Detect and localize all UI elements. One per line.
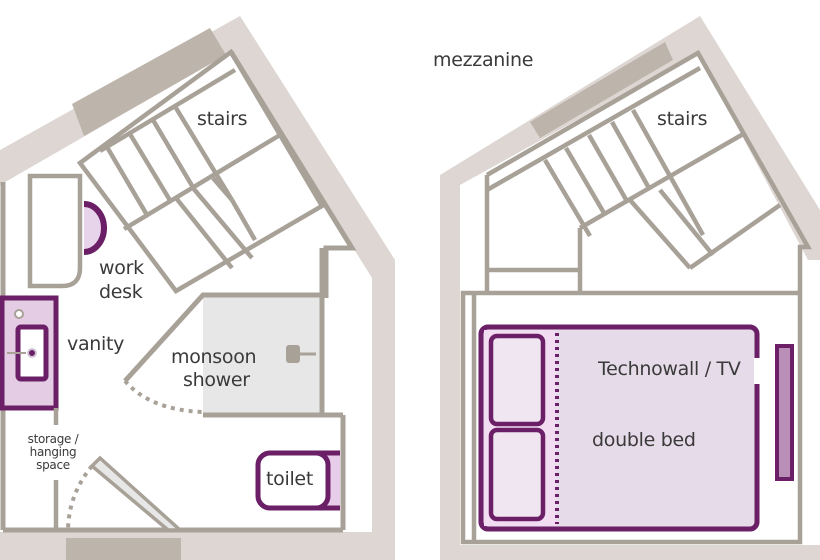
technowall-tv <box>775 344 794 481</box>
mezzanine-stairs <box>485 66 782 270</box>
label-stairs-ground: stairs <box>197 108 248 130</box>
label-storage-line2: hanging <box>29 445 77 459</box>
vanity <box>0 295 59 411</box>
mezzanine-plan <box>440 16 820 560</box>
ground-stairs <box>76 48 326 294</box>
shower-door-swing <box>123 379 204 414</box>
label-stairs-mezzanine: stairs <box>657 108 708 130</box>
toilet <box>255 450 340 511</box>
work-desk <box>27 173 107 289</box>
entrance-door-swing <box>66 464 94 533</box>
monsoon-shower <box>123 248 343 418</box>
label-vanity: vanity <box>67 333 125 355</box>
mezzanine-inner-walls <box>460 49 812 545</box>
storage-cupboard <box>3 408 59 533</box>
label-toilet: toilet <box>266 468 313 490</box>
drain-icon <box>27 348 37 358</box>
ground-floor-plan <box>0 16 395 560</box>
pillow <box>488 427 546 522</box>
entrance-door <box>66 455 185 533</box>
label-shower-line1: monsoon <box>171 346 257 368</box>
label-technowall: Technowall / TV <box>598 358 741 380</box>
tap-icon <box>14 309 24 319</box>
mezzanine-title: mezzanine <box>433 49 534 71</box>
label-shower-line2: shower <box>183 369 250 391</box>
shower-head-icon <box>286 345 300 363</box>
desk-chair-icon <box>83 201 107 255</box>
label-work-desk-line1: work <box>99 257 144 279</box>
label-storage-line3: space <box>36 458 70 472</box>
label-storage-line1: storage / <box>27 432 79 446</box>
pillow <box>488 333 546 427</box>
ground-outer-walls <box>0 16 395 560</box>
label-storage: storage / hanging space <box>18 433 88 472</box>
label-work-desk-line2: desk <box>99 281 143 303</box>
double-bed <box>478 324 762 532</box>
label-double-bed: double bed <box>592 429 696 451</box>
mezzanine-outer-walls <box>440 16 820 560</box>
